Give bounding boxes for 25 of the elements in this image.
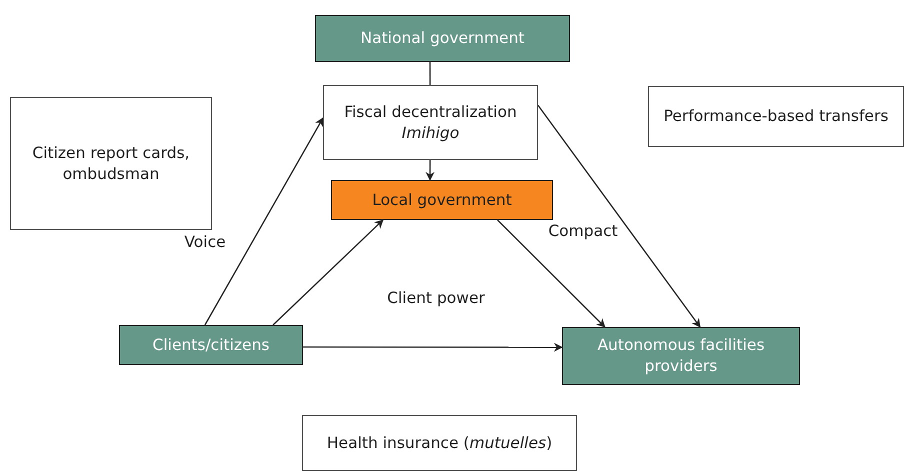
box-text: Clients/citizens bbox=[152, 334, 270, 356]
arrow bbox=[497, 220, 606, 328]
arrow bbox=[272, 219, 384, 326]
box-text: Imihigo bbox=[402, 122, 460, 144]
arrow bbox=[537, 104, 701, 328]
arrow bbox=[204, 117, 324, 326]
box-text: Local government bbox=[372, 190, 512, 210]
box-text: Fiscal decentralization bbox=[344, 102, 517, 122]
diagram-label: Client power bbox=[385, 289, 487, 307]
edge-label: Compact bbox=[546, 222, 620, 240]
text-box bbox=[323, 85, 538, 160]
text-box bbox=[119, 325, 303, 365]
text-box bbox=[315, 15, 570, 62]
text-box bbox=[331, 180, 553, 220]
text-box bbox=[562, 327, 800, 385]
arrow bbox=[303, 342, 563, 352]
arrow bbox=[426, 160, 435, 181]
box-text: Performance-based transfers bbox=[664, 106, 888, 127]
box-text: Citizen report cards, ombudsman bbox=[31, 142, 191, 184]
box-text: National government bbox=[360, 28, 524, 49]
text-box bbox=[10, 97, 212, 230]
box-text: Health insurance (mutuelles) bbox=[326, 432, 552, 454]
box-text: Autonomous facilities providers bbox=[596, 335, 766, 377]
text-box bbox=[648, 86, 904, 147]
text-box bbox=[302, 415, 577, 471]
